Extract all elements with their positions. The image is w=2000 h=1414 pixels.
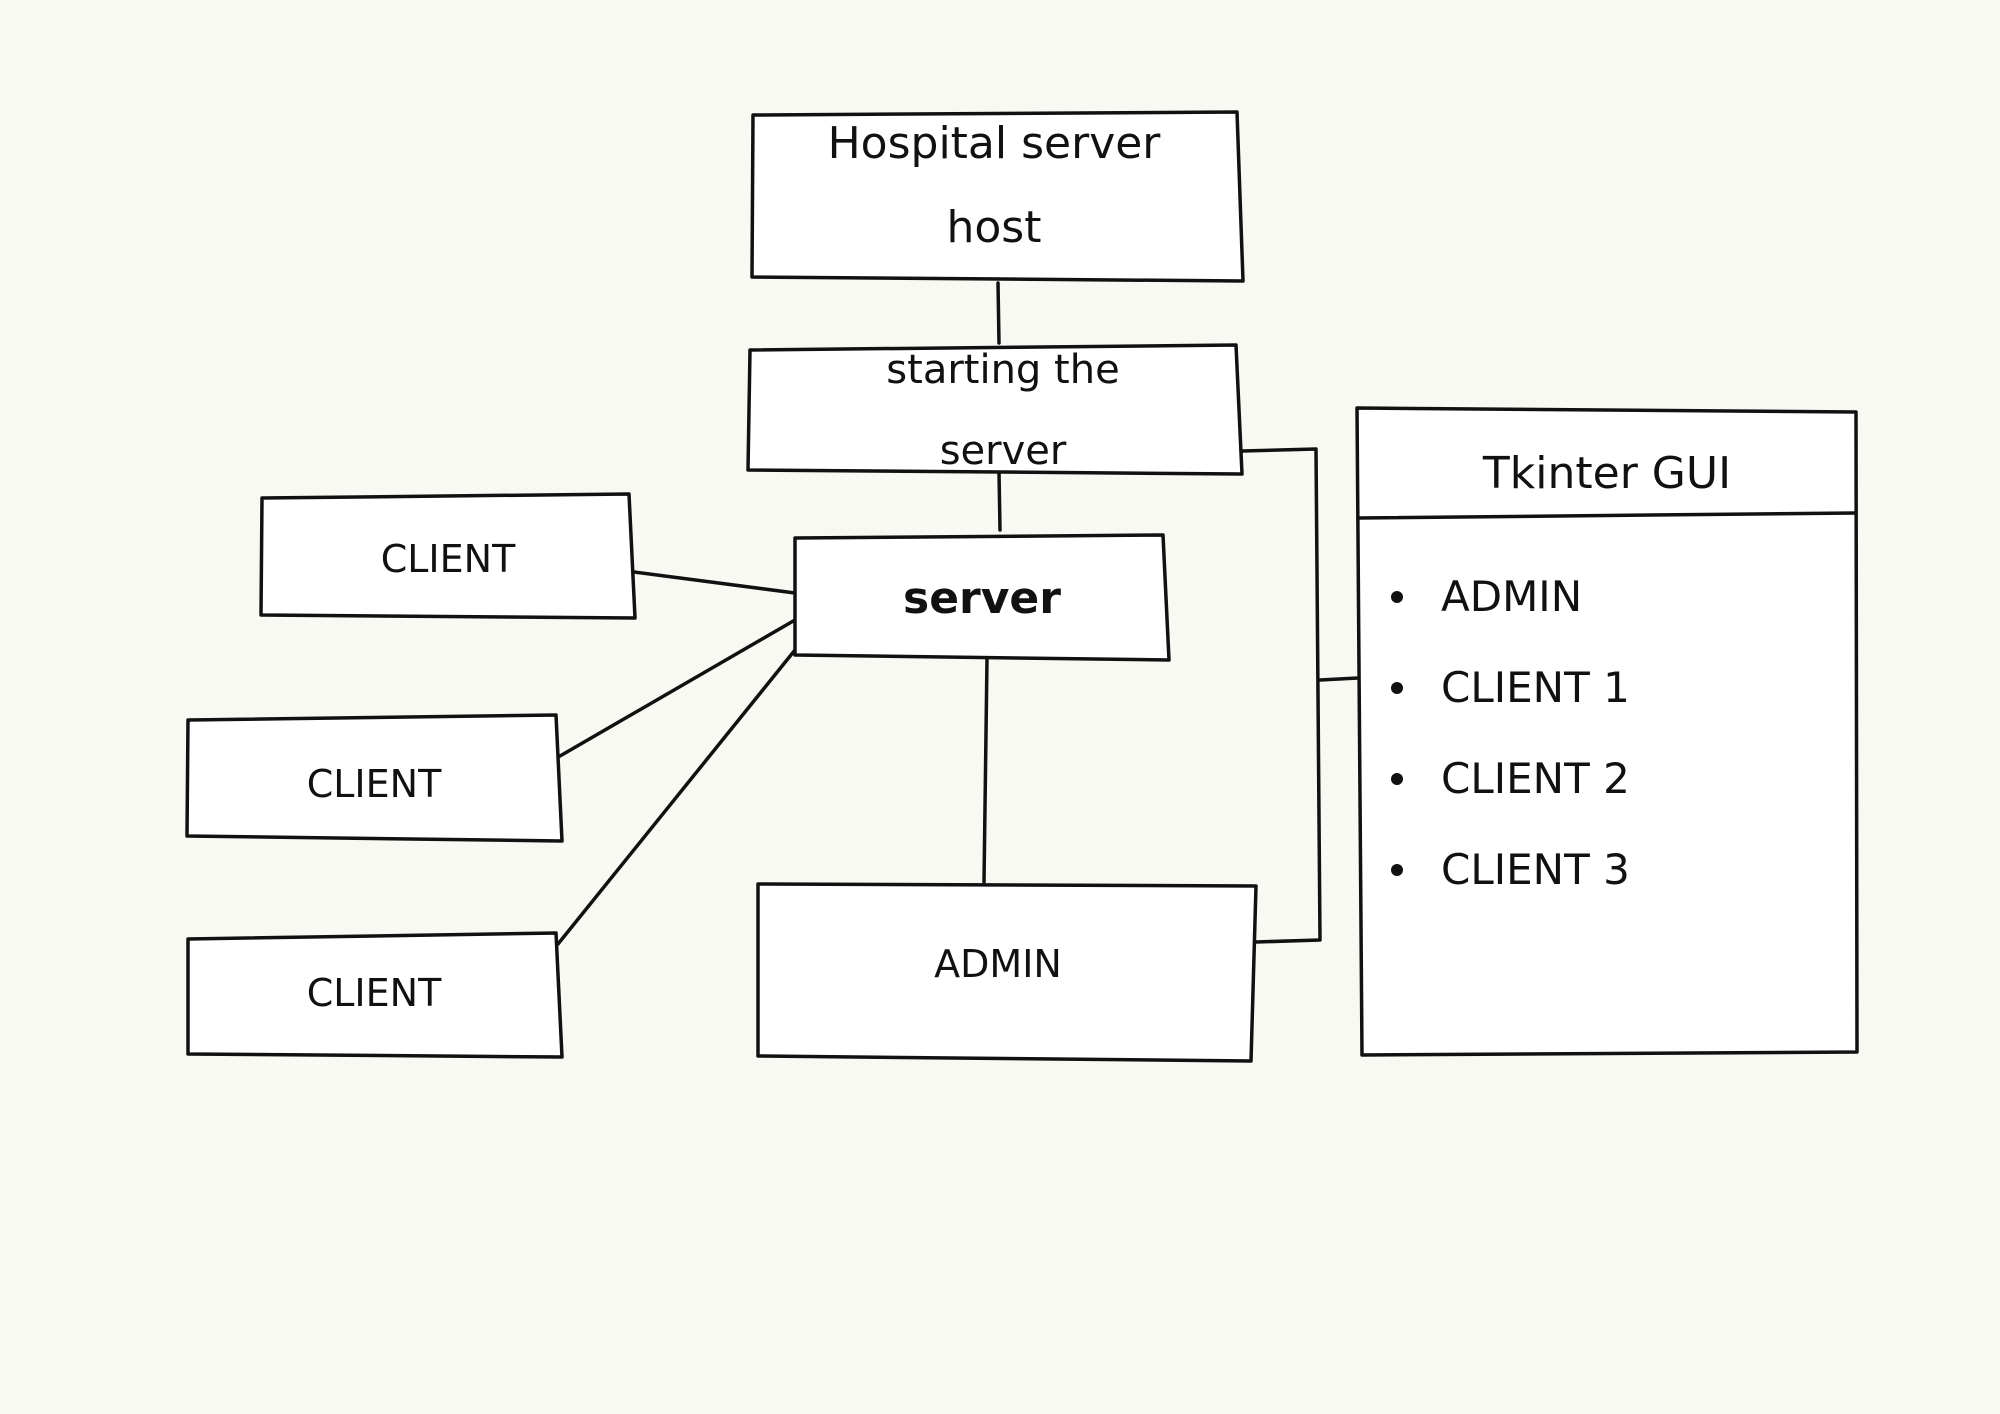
connector-bus-to-gui — [1318, 676, 1360, 682]
host-label-line1: Hospital server — [828, 118, 1162, 169]
gui-list-item: ADMIN — [1391, 572, 1582, 621]
connector-client3-to-server — [556, 648, 797, 946]
starting-label-line1: starting the — [886, 347, 1119, 393]
gui-item-list: ADMIN CLIENT 1 CLIENT 2 CLIENT 3 — [1391, 572, 1630, 894]
gui-item-label: CLIENT 1 — [1441, 663, 1630, 712]
admin-label: ADMIN — [934, 942, 1062, 986]
starting-label-line2: server — [940, 428, 1067, 474]
host-label-line2: host — [947, 202, 1042, 253]
gui-list-item: CLIENT 3 — [1391, 845, 1630, 894]
connector-client2-to-server — [558, 618, 797, 758]
client-1-label: CLIENT — [381, 537, 516, 581]
gui-list-item: CLIENT 2 — [1391, 754, 1630, 803]
connectors — [556, 281, 1360, 946]
bullet-icon — [1391, 682, 1403, 694]
gui-item-label: CLIENT 2 — [1441, 754, 1630, 803]
connector-starting-to-server — [997, 470, 1002, 532]
gui-item-label: CLIENT 3 — [1441, 845, 1630, 894]
node-admin: ADMIN — [756, 882, 1258, 1063]
bullet-icon — [1391, 864, 1403, 876]
node-hospital-server-host: Hospital server host — [750, 110, 1245, 283]
bullet-icon — [1391, 591, 1403, 603]
node-client-3: CLIENT — [186, 931, 564, 1059]
gui-item-label: ADMIN — [1441, 572, 1582, 621]
server-label: server — [903, 573, 1061, 624]
connector-starting-to-gui — [1240, 447, 1322, 944]
connector-server-to-admin — [982, 657, 989, 884]
node-server: server — [793, 533, 1171, 662]
node-starting-the-server: starting the server — [746, 343, 1244, 476]
node-client-1: CLIENT — [259, 492, 637, 620]
connector-client1-to-server — [632, 570, 797, 595]
node-tkinter-gui: Tkinter GUI ADMIN CLIENT 1 CLIENT 2 CLIE… — [1355, 406, 1859, 1057]
client-2-label: CLIENT — [307, 762, 442, 806]
gui-list-item: CLIENT 1 — [1391, 663, 1630, 712]
gui-header-divider — [1356, 511, 1858, 520]
connector-host-to-starting — [996, 281, 1001, 345]
node-client-2: CLIENT — [185, 713, 564, 843]
bullet-icon — [1391, 773, 1403, 785]
gui-title: Tkinter GUI — [1482, 448, 1731, 499]
client-3-label: CLIENT — [307, 971, 442, 1015]
